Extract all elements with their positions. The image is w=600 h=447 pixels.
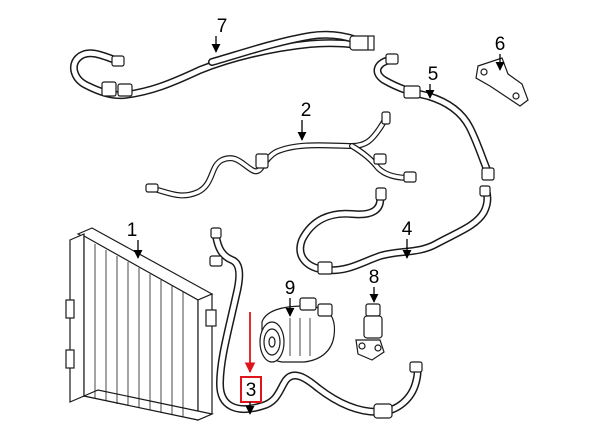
condenser[interactable] xyxy=(65,227,217,421)
suction-line[interactable] xyxy=(145,111,417,199)
callout-label-4: 4 xyxy=(402,219,413,240)
discharge-hose[interactable] xyxy=(209,227,423,419)
callout-label-6: 6 xyxy=(495,34,506,55)
highlight-callout-3: 3 xyxy=(240,312,262,415)
callout-label-8: 8 xyxy=(369,267,380,288)
callout-4: 4 xyxy=(402,219,413,259)
compressor[interactable] xyxy=(259,297,336,363)
callout-9: 9 xyxy=(285,278,296,317)
callout-label-5: 5 xyxy=(428,64,439,85)
expansion-valve[interactable] xyxy=(355,303,385,361)
callout-8: 8 xyxy=(369,267,380,303)
mounting-bracket[interactable] xyxy=(475,57,529,107)
callout-7: 7 xyxy=(211,16,228,53)
callout-label-7: 7 xyxy=(217,16,228,37)
callout-label-9: 9 xyxy=(285,278,296,299)
callout-label-1: 1 xyxy=(127,220,138,241)
pressure-line[interactable] xyxy=(296,185,492,275)
highlight-box xyxy=(240,376,262,403)
callout-5: 5 xyxy=(425,64,439,99)
callout-1: 1 xyxy=(127,220,143,259)
return-hose[interactable] xyxy=(69,30,375,100)
callout-6: 6 xyxy=(495,34,506,71)
callout-2: 2 xyxy=(297,100,312,141)
callout-label-2: 2 xyxy=(301,100,312,121)
callout-label-3: 3 xyxy=(246,380,257,401)
